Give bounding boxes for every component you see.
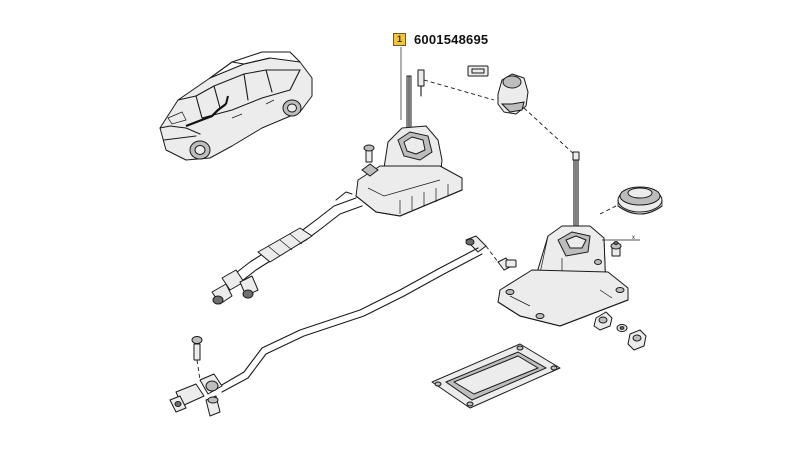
car-thumbnail: [159, 51, 313, 161]
part-number-label: 6001548695: [414, 32, 489, 47]
shift-boot-ring: [617, 186, 663, 215]
shift-lever-base-right: x: [497, 151, 640, 327]
shift-gasket-plate: [431, 343, 561, 409]
shift-linkage-rod: [169, 235, 517, 417]
shift-lever-housing-upper: [355, 75, 463, 217]
gear-knob: [417, 65, 529, 115]
part-callout: 1 6001548695: [393, 32, 488, 47]
dimension-x-label: x: [632, 235, 635, 241]
shift-cables: [211, 191, 363, 305]
assembly-guide-line: [423, 79, 495, 101]
assembly-guide-line: [523, 107, 577, 157]
fasteners-right: [593, 241, 647, 351]
callout-badge: 1: [393, 33, 406, 46]
